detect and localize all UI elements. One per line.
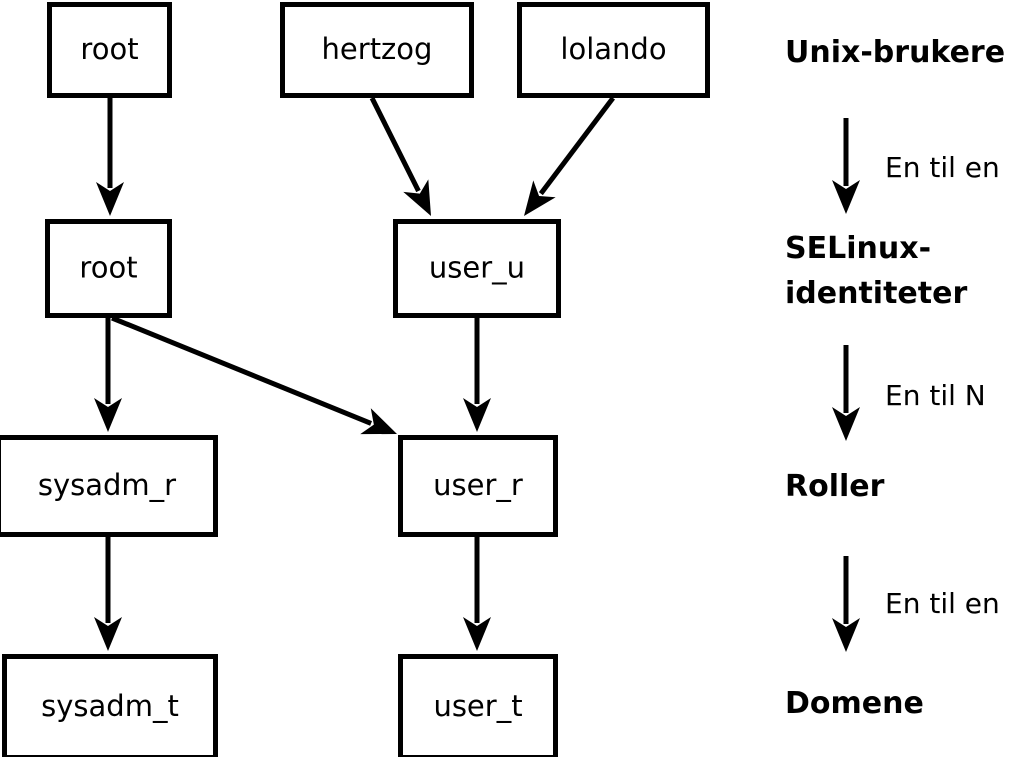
- node-box: [0, 435, 218, 537]
- node-box: [45, 219, 172, 318]
- node-ident_root[interactable]: root: [45, 219, 172, 318]
- node-unix_lolando[interactable]: lolando: [517, 2, 710, 98]
- legend-stage-domene: Domene: [785, 686, 924, 721]
- edge-ident_useru-to-role_userr: [463, 318, 491, 432]
- legend-arrow-head-icon: [832, 180, 860, 214]
- node-box: [47, 2, 172, 98]
- node-dom_sysadmt[interactable]: sysadm_t: [2, 654, 218, 757]
- node-box: [280, 2, 474, 98]
- arrow-head-icon: [403, 179, 431, 216]
- node-box: [398, 435, 558, 537]
- node-label: user_u: [429, 251, 525, 285]
- arrow-head-icon: [94, 398, 122, 432]
- node-label: user_r: [433, 468, 523, 502]
- edge-unix_hertzog-to-ident_useru: [369, 96, 431, 216]
- arrow-head-icon: [524, 180, 556, 216]
- legend-stage-line: SELinux-: [785, 231, 931, 266]
- node-label: sysadm_r: [38, 468, 176, 502]
- arrow-head-icon: [96, 182, 124, 216]
- node-dom_usert[interactable]: user_t: [398, 654, 558, 757]
- node-box: [517, 2, 710, 98]
- legend-stage-line: Unix-brukere: [785, 35, 1005, 70]
- edge-role_sysadmr-to-dom_sysadmt: [94, 537, 122, 651]
- edge-ident_root-to-role_userr: [111, 315, 397, 435]
- legend-group: Unix-brukereSELinux-identiteterRollerDom…: [785, 35, 1005, 721]
- node-box: [398, 654, 558, 757]
- node-unix_root[interactable]: root: [47, 2, 172, 98]
- arrow-head-icon: [463, 398, 491, 432]
- node-label: root: [80, 32, 138, 66]
- legend-stage-unix-brukere: Unix-brukere: [785, 35, 1005, 70]
- legend-stage-line: Domene: [785, 686, 924, 721]
- arrow-head-icon: [94, 617, 122, 651]
- edge-unix_lolando-to-ident_useru: [524, 96, 615, 216]
- edges-group: [94, 96, 615, 651]
- node-label: lolando: [560, 32, 666, 66]
- edge-ident_root-to-role_sysadmr: [94, 318, 122, 432]
- legend-relation-label: En til N: [885, 379, 986, 412]
- legend-stage-line: identiteter: [785, 276, 967, 311]
- node-box: [2, 654, 218, 757]
- legend-arrow-head-icon: [832, 618, 860, 652]
- legend-relation-label: En til en: [885, 587, 1000, 620]
- edge-unix_root-to-ident_root: [96, 98, 124, 216]
- node-box: [393, 219, 561, 318]
- node-ident_useru[interactable]: user_u: [393, 219, 561, 318]
- node-role_sysadmr[interactable]: sysadm_r: [0, 435, 218, 537]
- edge-role_userr-to-dom_usert: [463, 537, 491, 651]
- legend-relation-1: En til en: [832, 118, 1000, 214]
- node-unix_hertzog[interactable]: hertzog: [280, 2, 474, 98]
- node-label: root: [79, 251, 137, 285]
- legend-stage-line: Roller: [785, 469, 885, 504]
- node-label: sysadm_t: [41, 689, 179, 723]
- legend-stage-roller: Roller: [785, 469, 885, 504]
- legend-relation-3: En til en: [832, 556, 1000, 652]
- arrow-head-icon: [463, 617, 491, 651]
- arrow-head-icon: [360, 408, 397, 435]
- legend-stage-selinux-identiteter: SELinux-identiteter: [785, 231, 967, 311]
- node-label: user_t: [433, 689, 522, 723]
- node-role_userr[interactable]: user_r: [398, 435, 558, 537]
- node-label: hertzog: [322, 32, 433, 66]
- legend-relation-2: En til N: [832, 345, 986, 441]
- legend-relation-label: En til en: [885, 151, 1000, 184]
- legend-arrow-head-icon: [832, 407, 860, 441]
